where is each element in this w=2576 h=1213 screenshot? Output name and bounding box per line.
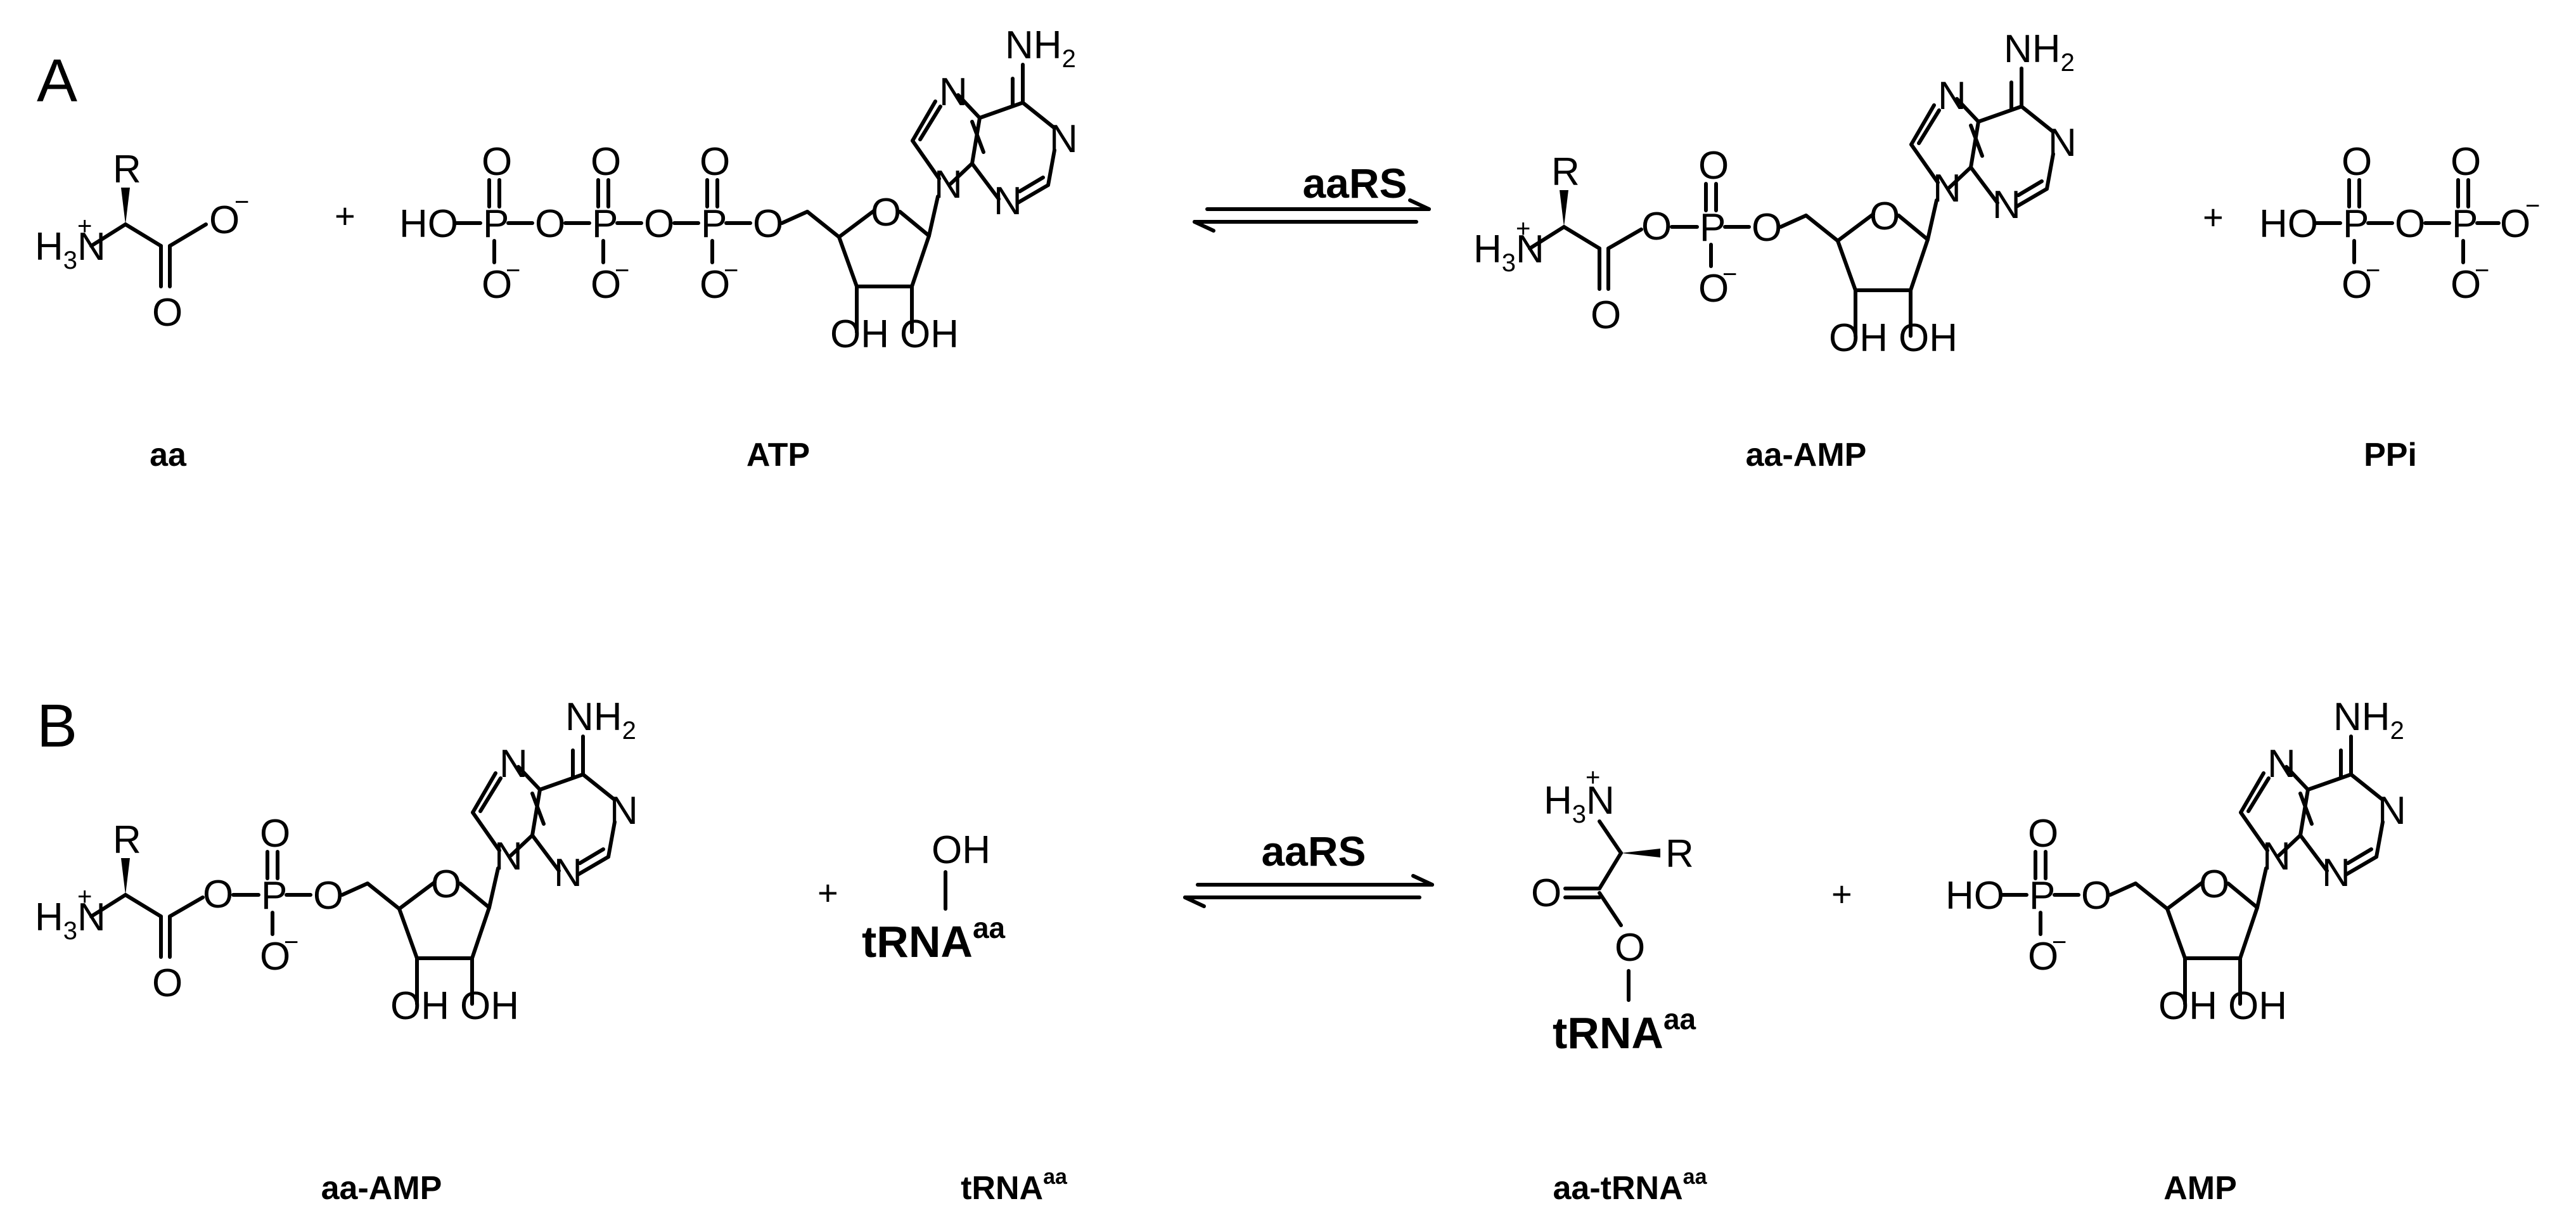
svg-text:O: O	[2500, 202, 2530, 246]
plus-sign: +	[2203, 197, 2224, 237]
svg-text:OH: OH	[932, 828, 990, 872]
plus-sign: +	[817, 873, 838, 913]
panel-label-a: A	[37, 47, 77, 115]
enzyme-label-a: aaRS	[1302, 160, 1407, 207]
svg-text:O: O	[1641, 205, 1672, 248]
svg-text:O: O	[753, 202, 783, 246]
caption-aa-amp-a: aa-AMP	[1746, 437, 1867, 473]
plus-sign: +	[1831, 874, 1852, 914]
caption-aa: aa	[150, 437, 187, 473]
svg-text:tRNAaa: tRNAaa	[1553, 1003, 1696, 1058]
panel-label-b: B	[37, 692, 77, 760]
svg-text:HO: HO	[2259, 202, 2318, 246]
svg-text:HO: HO	[1945, 874, 2004, 918]
amp: HO O	[1945, 695, 2406, 1028]
svg-text:−: −	[2525, 192, 2540, 220]
atp: HO O O O	[399, 23, 1078, 356]
svg-text:O: O	[1531, 871, 1561, 915]
pyrophosphate: HO O O −	[2259, 140, 2540, 307]
svg-text:tRNAaa: tRNAaa	[862, 911, 1006, 966]
svg-text:O: O	[1752, 206, 1782, 250]
svg-text:O: O	[2081, 874, 2111, 918]
trna: OH tRNAaa	[862, 828, 1006, 966]
svg-text:O: O	[2395, 202, 2425, 246]
svg-text:O: O	[209, 198, 240, 242]
equilibrium-arrow-a: aaRS	[1193, 160, 1431, 233]
caption-atp: ATP	[747, 437, 810, 473]
svg-text:R: R	[1665, 832, 1694, 876]
svg-text:O: O	[1615, 926, 1645, 970]
plus-sign: +	[335, 196, 356, 236]
caption-trna: tRNAaa	[961, 1165, 1068, 1207]
aa-amp-a: O O	[1473, 27, 2077, 360]
caption-amp: AMP	[2163, 1170, 2237, 1207]
amino-acid: O −	[35, 148, 249, 335]
caption-aa-trna: aa-tRNAaa	[1553, 1165, 1708, 1207]
svg-text:O: O	[313, 874, 343, 918]
caption-ppi: PPi	[2364, 437, 2417, 473]
svg-text:O: O	[535, 202, 565, 246]
equilibrium-arrow-b: aaRS	[1183, 828, 1434, 908]
aa-amp-b: O O	[35, 695, 638, 1028]
svg-text:H3N: H3N	[1544, 779, 1615, 828]
aminoacyl-trna: H3N + R O O tRNAaa	[1531, 764, 1696, 1058]
svg-text:+: +	[1586, 764, 1600, 792]
svg-text:O: O	[644, 202, 674, 246]
svg-text:HO: HO	[399, 202, 458, 246]
caption-aa-amp-b: aa-AMP	[321, 1170, 442, 1207]
enzyme-label-b: aaRS	[1261, 828, 1366, 875]
svg-text:O: O	[203, 873, 233, 916]
svg-text:−: −	[234, 188, 249, 216]
